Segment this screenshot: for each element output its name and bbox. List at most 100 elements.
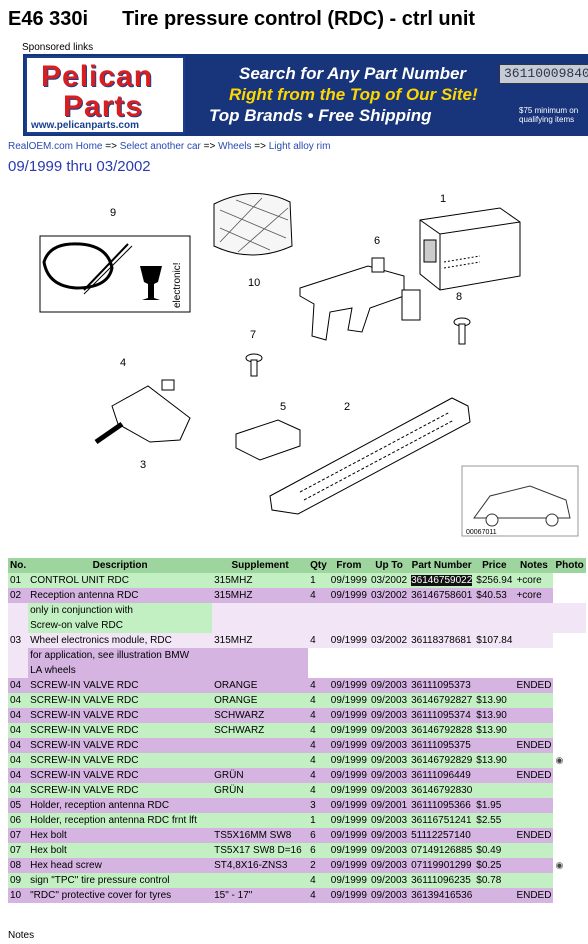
cell-part-number[interactable]: 36146792829: [409, 753, 475, 768]
cell-part-number[interactable]: 36146792828: [409, 723, 475, 738]
cell-qty: 4: [308, 768, 329, 783]
part-number-link[interactable]: 36111096235: [411, 875, 471, 886]
part-number-link[interactable]: 36139416536: [411, 890, 473, 901]
cell-photo[interactable]: ◉: [553, 858, 585, 873]
cell-qty: 6: [308, 828, 329, 843]
cell-part-number[interactable]: 36111095373: [409, 678, 475, 693]
cell-price: $256.94: [474, 573, 515, 588]
cell-qty: 4: [308, 738, 329, 753]
part-number-link[interactable]: 36111095373: [411, 680, 471, 691]
cell-supplement: GRÜN: [212, 768, 309, 783]
part-number-link[interactable]: 36111095366: [411, 800, 471, 811]
part-number-link[interactable]: 36111095375: [411, 740, 471, 751]
banner-search-input[interactable]: 36110009840: [499, 64, 588, 84]
cell-no: 07: [8, 843, 29, 858]
pelican-parts-logo[interactable]: Pelican Parts www.pelicanparts.com: [25, 56, 185, 134]
cell-supplement: [212, 813, 309, 828]
breadcrumb-home-link[interactable]: RealOEM.com Home: [8, 141, 103, 152]
camera-icon[interactable]: ◉: [555, 755, 564, 765]
cell-part-number[interactable]: 07149126885: [409, 843, 475, 858]
cell-notes: [514, 753, 554, 768]
cell-from: 09/1999: [328, 723, 369, 738]
cell-photo: [553, 888, 585, 903]
cell-qty: 3: [308, 798, 329, 813]
cell-from: 09/1999: [328, 678, 369, 693]
logo-word-pelican: Pelican: [41, 60, 154, 93]
cell-description: SCREW-IN VALVE RDC: [28, 708, 213, 723]
part-number-link[interactable]: 36146792827: [411, 695, 473, 706]
cell-part-number[interactable]: 36139416536: [409, 888, 475, 903]
cell-photo: [553, 828, 585, 843]
cell-part-number[interactable]: 36116751241: [409, 813, 475, 828]
cell-notes: [514, 723, 554, 738]
part-number-link[interactable]: 36116751241: [411, 815, 472, 826]
cell-part-number[interactable]: 36111096235: [409, 873, 475, 888]
cell-price: [474, 738, 515, 753]
cell-part-number[interactable]: 36146792827: [409, 693, 475, 708]
cell-part-number[interactable]: 36111095374: [409, 708, 475, 723]
part-number-link[interactable]: 36146792830: [411, 785, 473, 796]
cell-part-number[interactable]: 36111095375: [409, 738, 475, 753]
cell-photo: [553, 693, 585, 708]
part-number-link[interactable]: 36146792828: [411, 725, 473, 736]
cell-part-number[interactable]: 07119901299: [409, 858, 475, 873]
breadcrumb-separator: =>: [254, 141, 266, 152]
cell-notes: [514, 708, 554, 723]
part-number-link[interactable]: 36146758601: [411, 590, 473, 601]
cell-notes: [514, 783, 554, 798]
cell-photo: [553, 573, 585, 588]
cell-price: $0.25: [474, 858, 515, 873]
part-number-link[interactable]: 36146792829: [411, 755, 473, 766]
cell-from: 09/1999: [328, 708, 369, 723]
part-number-link[interactable]: 36111095374: [411, 710, 471, 721]
cell-from: 09/1999: [328, 588, 369, 603]
part-number-link[interactable]: 07149126885: [411, 845, 473, 856]
callout-10: 10: [248, 277, 260, 289]
cell-part-number[interactable]: 36146758601: [409, 588, 475, 603]
cell-part-number[interactable]: 36111096449: [409, 768, 475, 783]
cell-part-number[interactable]: 51112257140: [409, 828, 475, 843]
breadcrumb-wheels-link[interactable]: Wheels: [218, 141, 252, 152]
cell-no: 03: [8, 633, 29, 648]
cell-part-number[interactable]: 36111095366: [409, 798, 475, 813]
table-row-note: LA wheels: [8, 663, 586, 678]
part-number-link[interactable]: 51112257140: [411, 830, 471, 841]
pelican-parts-ad-banner[interactable]: Pelican Parts www.pelicanparts.com Searc…: [23, 54, 588, 136]
part-number-link[interactable]: 07119901299: [411, 860, 472, 871]
cell-description: "RDC" protective cover for tyres: [28, 888, 213, 903]
part-number-link[interactable]: 36118378681: [411, 635, 472, 646]
camera-icon[interactable]: ◉: [555, 860, 564, 870]
part-number-link[interactable]: 36111096449: [411, 770, 471, 781]
breadcrumb-rim-link[interactable]: Light alloy rim: [268, 141, 331, 152]
row-note-text: LA wheels: [28, 663, 213, 678]
car-inset-thumbnail: 00067011: [461, 465, 579, 537]
cell-photo[interactable]: ◉: [553, 753, 585, 768]
cell-part-number[interactable]: 36146792830: [409, 783, 475, 798]
part-number-link[interactable]: 36146759022: [411, 575, 473, 586]
cell-notes: [514, 858, 554, 873]
cell-part-number[interactable]: 36118378681: [409, 633, 475, 648]
breadcrumb-select-car-link[interactable]: Select another car: [119, 141, 201, 152]
antenna-holder-6: [299, 257, 421, 341]
cell-price: $13.90: [474, 753, 515, 768]
cell-part-number[interactable]: 36146759022: [409, 573, 475, 588]
cell-photo: [553, 588, 585, 603]
